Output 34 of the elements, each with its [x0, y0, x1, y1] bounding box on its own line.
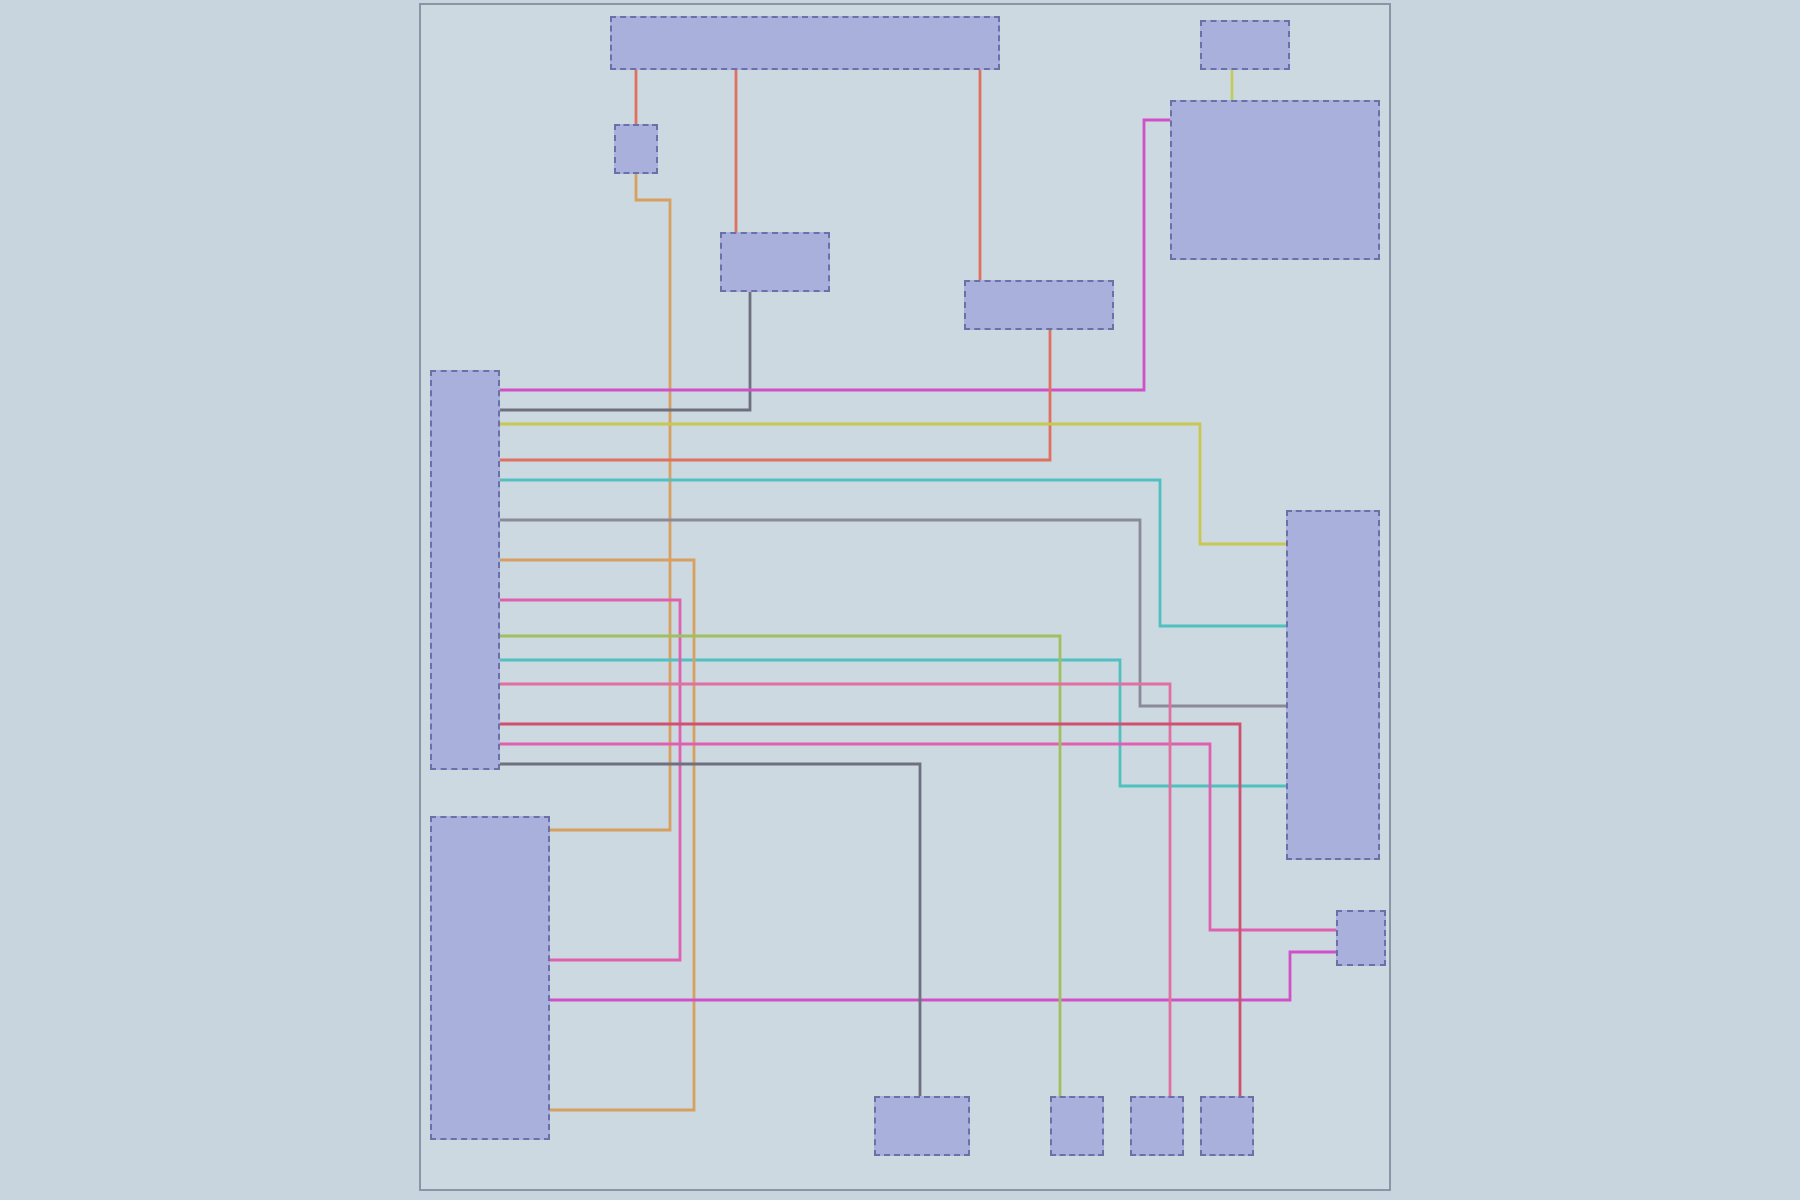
wire [500, 518, 1286, 708]
wire [734, 70, 738, 232]
wire [500, 722, 1242, 1096]
wire [1230, 70, 1234, 100]
wire [500, 742, 1336, 932]
relay-box [1170, 100, 1380, 260]
wire [500, 118, 1170, 392]
wire [550, 174, 672, 832]
wire [500, 330, 1052, 462]
sensor-box [1130, 1096, 1184, 1156]
switch-box [1336, 910, 1386, 966]
wire [500, 478, 1286, 628]
wire [500, 658, 1286, 788]
wire [500, 422, 1286, 546]
wire [500, 762, 922, 1096]
wire [500, 558, 696, 1112]
sensor-box [1050, 1096, 1104, 1156]
fuse-box [610, 16, 1000, 70]
solenoid-box [430, 816, 550, 1140]
wire [500, 598, 682, 962]
wire [500, 292, 752, 412]
sensor-box [1286, 510, 1380, 860]
fuse-box [1200, 20, 1290, 70]
switch-box [720, 232, 830, 292]
wire [500, 682, 1172, 1096]
wire [978, 70, 982, 280]
wire [500, 634, 1062, 1096]
fuse-box [964, 280, 1114, 330]
wire [634, 70, 638, 124]
switch-box [614, 124, 658, 174]
wire [550, 950, 1336, 1002]
module-box [874, 1096, 970, 1156]
sensor-box [1200, 1096, 1254, 1156]
connector-block [430, 370, 500, 770]
